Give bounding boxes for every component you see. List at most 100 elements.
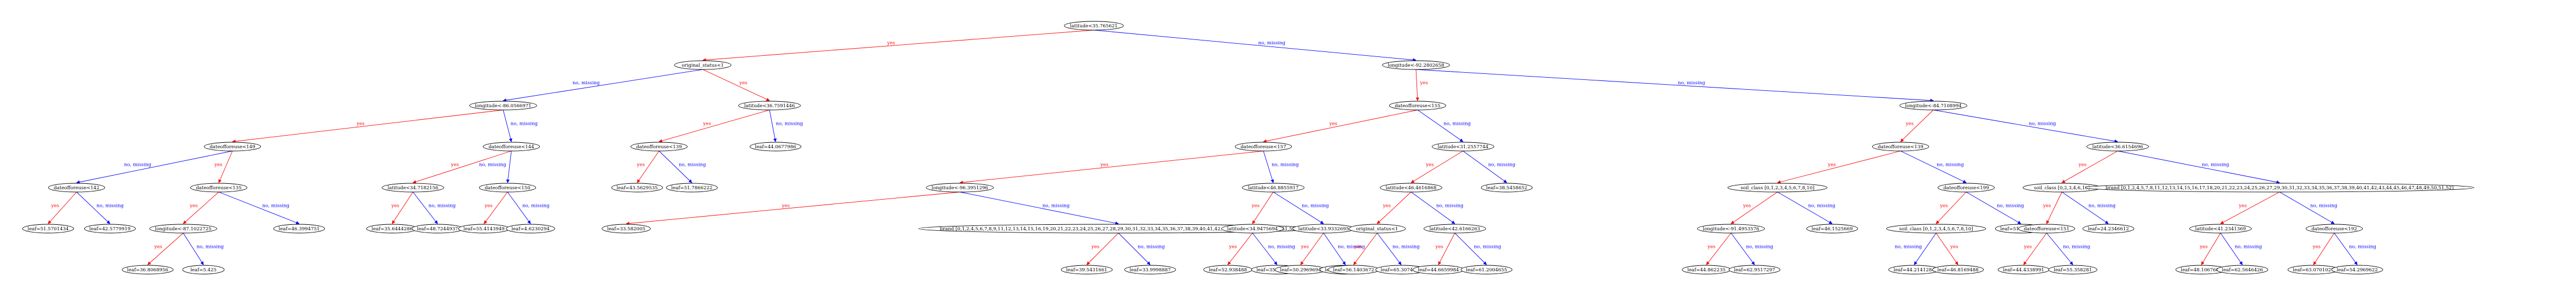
edge-42-62	[1454, 232, 1487, 265]
node-ellipse	[926, 183, 994, 193]
leaf-node-20: leaf=51.7866222	[666, 183, 718, 193]
split-node-27: soil_class [0,2,3,4,6,10]	[2023, 183, 2101, 193]
edge-2-6	[1415, 69, 1934, 102]
leaf-node-65: leaf=44.2141284	[1888, 265, 1940, 275]
node-label: longitude<-84.7108994	[1905, 103, 1962, 109]
leaf-node-66: leaf=46.8169488	[1932, 265, 1984, 275]
edge-25-43	[1730, 191, 1778, 224]
node-label: dateofforeuse<135	[196, 185, 241, 191]
leaf-node-61: leaf=44.6659984	[1412, 265, 1465, 275]
node-ellipse	[182, 265, 225, 275]
edge-45-66	[1936, 232, 1959, 265]
edge-label-yes: yes	[2078, 162, 2087, 168]
leaf-node-62: leaf=61.2004655	[1460, 265, 1513, 275]
node-label: leaf=44.0677986	[755, 144, 796, 150]
edge-14-28	[2117, 150, 2280, 184]
edge-label-no-missing: no, missing	[2349, 245, 2376, 250]
edge-14-27	[2061, 150, 2118, 183]
edge-38-54	[1118, 232, 1151, 265]
edge-11-22	[1263, 150, 1274, 183]
edge-1-3	[503, 69, 703, 102]
edge-40-57	[1300, 232, 1324, 265]
node-label: original_status<1	[681, 63, 724, 68]
edge-label-yes: yes	[739, 80, 747, 86]
node-label: leaf=62.9517297	[1734, 267, 1775, 273]
edge-label-yes: yes	[1091, 245, 1099, 250]
edge-16-32	[218, 191, 300, 224]
node-label: dateofforeuse<155	[1395, 103, 1440, 109]
node-label: leaf=5.425	[190, 267, 217, 273]
leaf-node-52: leaf=5.425	[182, 265, 225, 275]
node-label: leaf=46.3994751	[278, 226, 319, 232]
node-label: leaf=56.1403672	[1333, 267, 1374, 273]
node-ellipse	[1060, 265, 1113, 275]
edge-label-no-missing: no, missing	[1808, 203, 1835, 209]
edge-label-no-missing: no, missing	[1302, 203, 1329, 209]
node-label: latitude<34.9475694	[1227, 226, 1278, 232]
node-label: leaf=39.5431661	[1066, 267, 1107, 273]
edge-28-50	[2279, 191, 2335, 224]
edge-label-yes: yes	[51, 203, 59, 209]
node-ellipse	[1242, 183, 1304, 193]
edge-label-no-missing: no, missing	[573, 80, 600, 86]
edge-11-21	[959, 150, 1264, 184]
node-ellipse	[1728, 265, 1781, 275]
edge-label-no-missing: no, missing	[1678, 80, 1705, 86]
edge-label-yes: yes	[1301, 245, 1309, 250]
split-node-18: dateofforeuse<150	[479, 183, 537, 193]
edge-label-no-missing: no, missing	[2089, 203, 2116, 209]
edge-18-35	[483, 191, 508, 224]
node-ellipse	[1697, 224, 1765, 234]
node-label: leaf=51.7866222	[671, 185, 712, 191]
leaf-node-30: leaf=42.5779919	[84, 224, 136, 234]
node-ellipse	[2331, 265, 2383, 275]
split-node-3: longitude<-86.0566971	[469, 101, 537, 110]
edge-38-53	[1086, 232, 1119, 265]
edge-15-30	[76, 191, 110, 224]
edge-41-59	[1353, 232, 1378, 265]
split-node-22: latitude<46.8855917	[1242, 183, 1304, 193]
split-node-23: latitude<46.4616868	[1379, 183, 1442, 193]
node-label: brand [0,1,2,4,5,7,8,11,12,13,14,15,16,1…	[2106, 185, 2454, 191]
edge-3-7	[232, 109, 504, 143]
edge-2-5	[1415, 69, 1419, 101]
node-label: longitude<-92.2802658	[1388, 63, 1444, 68]
split-node-45: soil_class [0,1,2,3,4,5,6,7,8,10]	[1886, 224, 1986, 234]
node-label: leaf=51.5701434	[27, 226, 69, 232]
node-label: latitude<36.6154696	[2093, 144, 2143, 150]
edge-label-yes: yes	[637, 162, 645, 168]
edge-label-yes: yes	[189, 203, 197, 209]
split-node-38: brand [0,1,2,4,5,6,7,8,9,11,12,13,14,15,…	[918, 224, 1319, 234]
edge-label-yes: yes	[2024, 245, 2032, 250]
edge-12-24	[1462, 150, 1507, 183]
edge-label-no-missing: no, missing	[1895, 245, 1922, 250]
node-ellipse	[1221, 224, 1284, 234]
edge-23-42	[1411, 191, 1455, 224]
node-label: dateofforeuse<199	[1943, 185, 1989, 191]
edge-label-no-missing: no, missing	[2063, 245, 2090, 250]
node-label: longitude<-87.1022725	[155, 226, 211, 232]
leaf-node-19: leaf=43.5629535	[611, 183, 663, 193]
split-node-26: dateofforeuse<199	[1937, 183, 1995, 193]
leaf-node-54: leaf=33.9998887	[1124, 265, 1176, 275]
edge-label-no-missing: no, missing	[1138, 245, 1165, 250]
edge-label-yes: yes	[356, 121, 364, 127]
node-label: leaf=33.582005	[607, 226, 645, 232]
edge-9-20	[658, 150, 692, 183]
node-ellipse	[506, 224, 555, 234]
edge-label-yes: yes	[1827, 162, 1835, 168]
leaf-node-33: leaf=35.6444286	[366, 224, 418, 234]
node-label: leaf=52.938488	[1209, 267, 1247, 273]
leaf-node-72: leaf=54.2969622	[2331, 265, 2383, 275]
leaf-node-67: leaf=44.4338991	[1997, 265, 2050, 275]
edge-27-48	[2061, 191, 2109, 224]
node-ellipse	[1806, 224, 1858, 234]
node-ellipse	[2216, 265, 2269, 275]
node-label: leaf=43.5629535	[616, 185, 657, 191]
node-label: longitude<-91.4953576	[1703, 226, 1759, 232]
node-ellipse	[2189, 224, 2252, 234]
edge-8-17	[412, 150, 512, 184]
split-node-47: dateofforeuse<151	[2018, 224, 2076, 234]
node-label: dateofforeuse<192	[2311, 226, 2357, 232]
